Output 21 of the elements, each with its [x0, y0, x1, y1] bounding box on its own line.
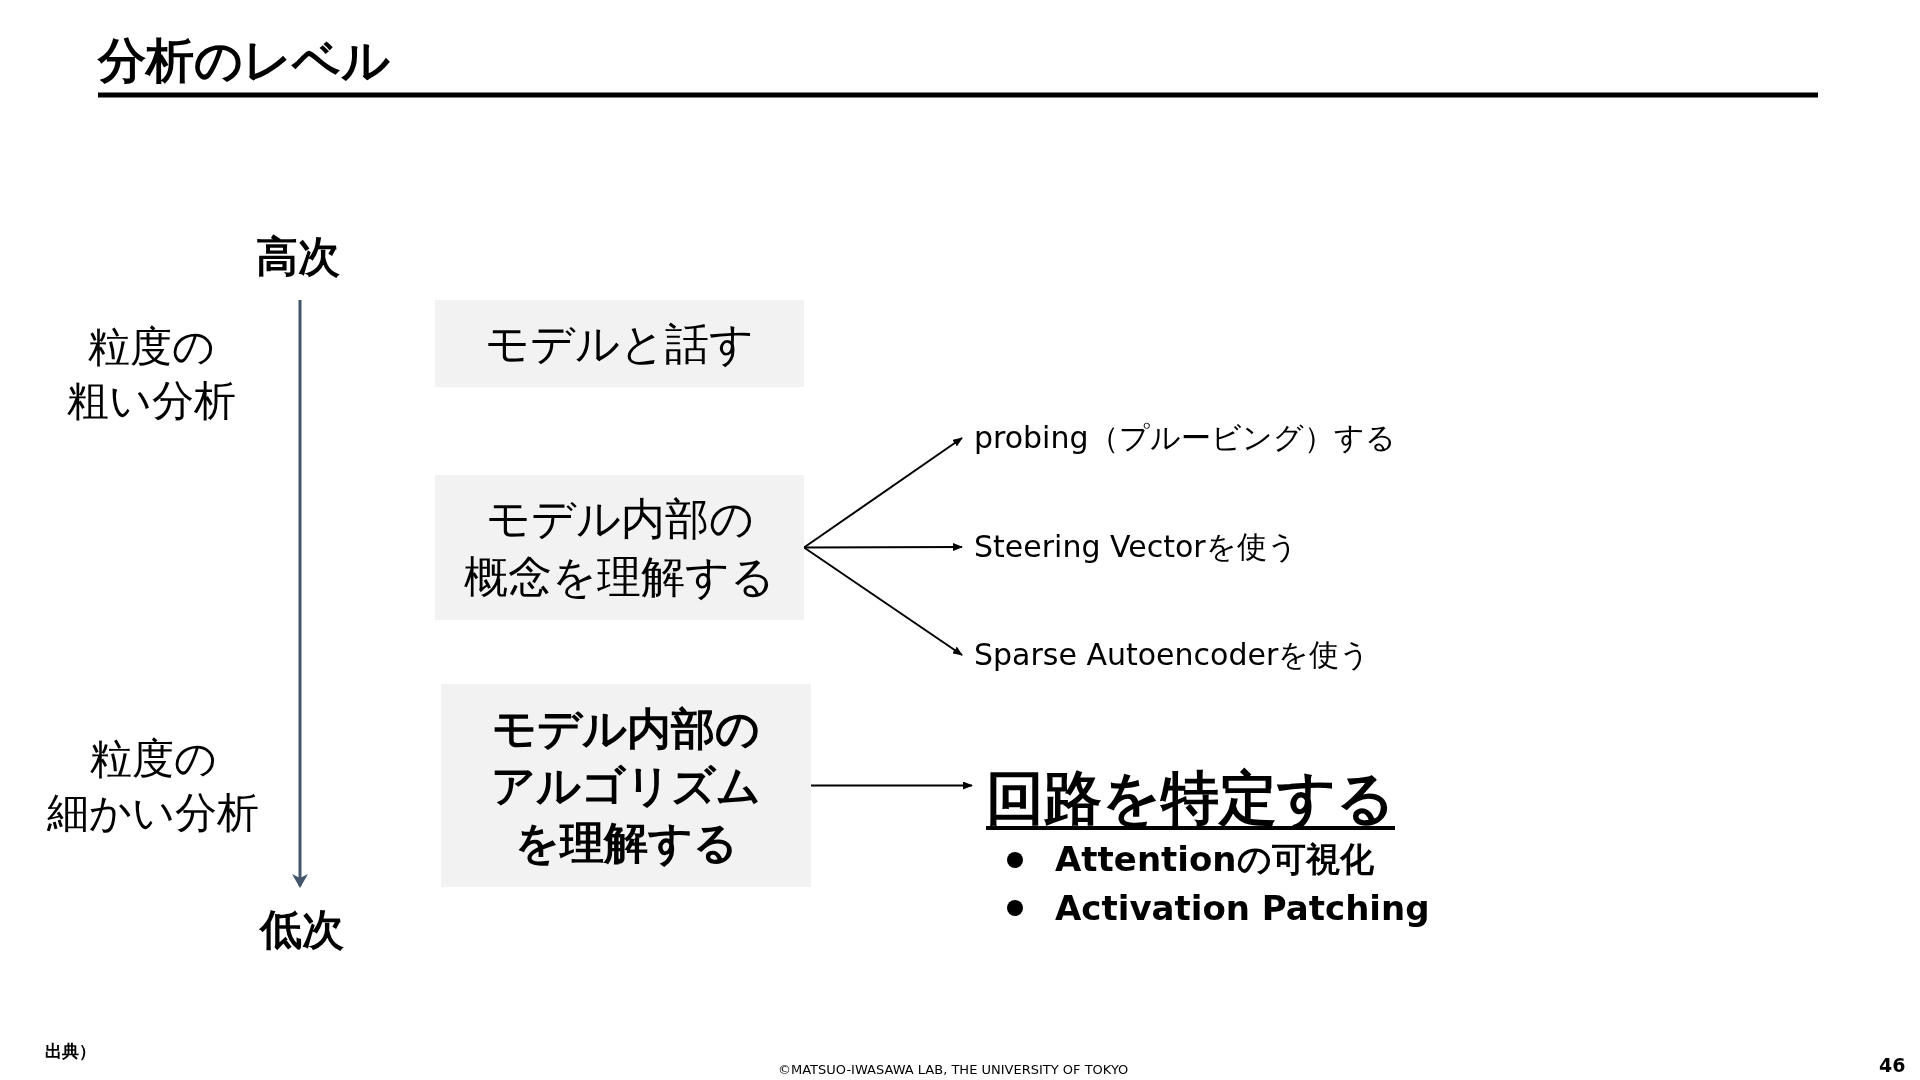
arrow: [803, 437, 963, 549]
copyright-text: ©MATSUO-IWASAWA LAB, THE UNIVERSITY OF TOKYO: [778, 1061, 1129, 1079]
heading-text: 回路を特定する: [985, 763, 1395, 834]
granularity-label: 粒度の細かい分析: [47, 732, 259, 840]
bullet-item: Attentionの可視化: [1055, 838, 1374, 881]
process-box: モデルと話す: [435, 300, 804, 387]
slide-title: 分析のレベル: [98, 31, 390, 90]
process-box: モデル内部の概念を理解する: [435, 475, 804, 620]
source-note: 出典）: [45, 1040, 96, 1063]
level-label: 高次: [256, 230, 340, 283]
method-text: Steering Vectorを使う: [962, 527, 1422, 567]
bullet-item: Activation Patching: [1055, 888, 1430, 928]
arrow: [803, 546, 963, 656]
page-number: 46: [1879, 1052, 1906, 1078]
level-label: 低次: [260, 903, 344, 956]
arrow: [803, 543, 963, 552]
process-box: モデル内部のアルゴリズムを理解する: [441, 684, 811, 887]
arrow: [810, 781, 973, 790]
method-text: probing（プルービング）する: [962, 418, 1422, 458]
method-text: Sparse Autoencoderを使う: [962, 635, 1422, 675]
granularity-label: 粒度の粗い分析: [66, 320, 236, 428]
